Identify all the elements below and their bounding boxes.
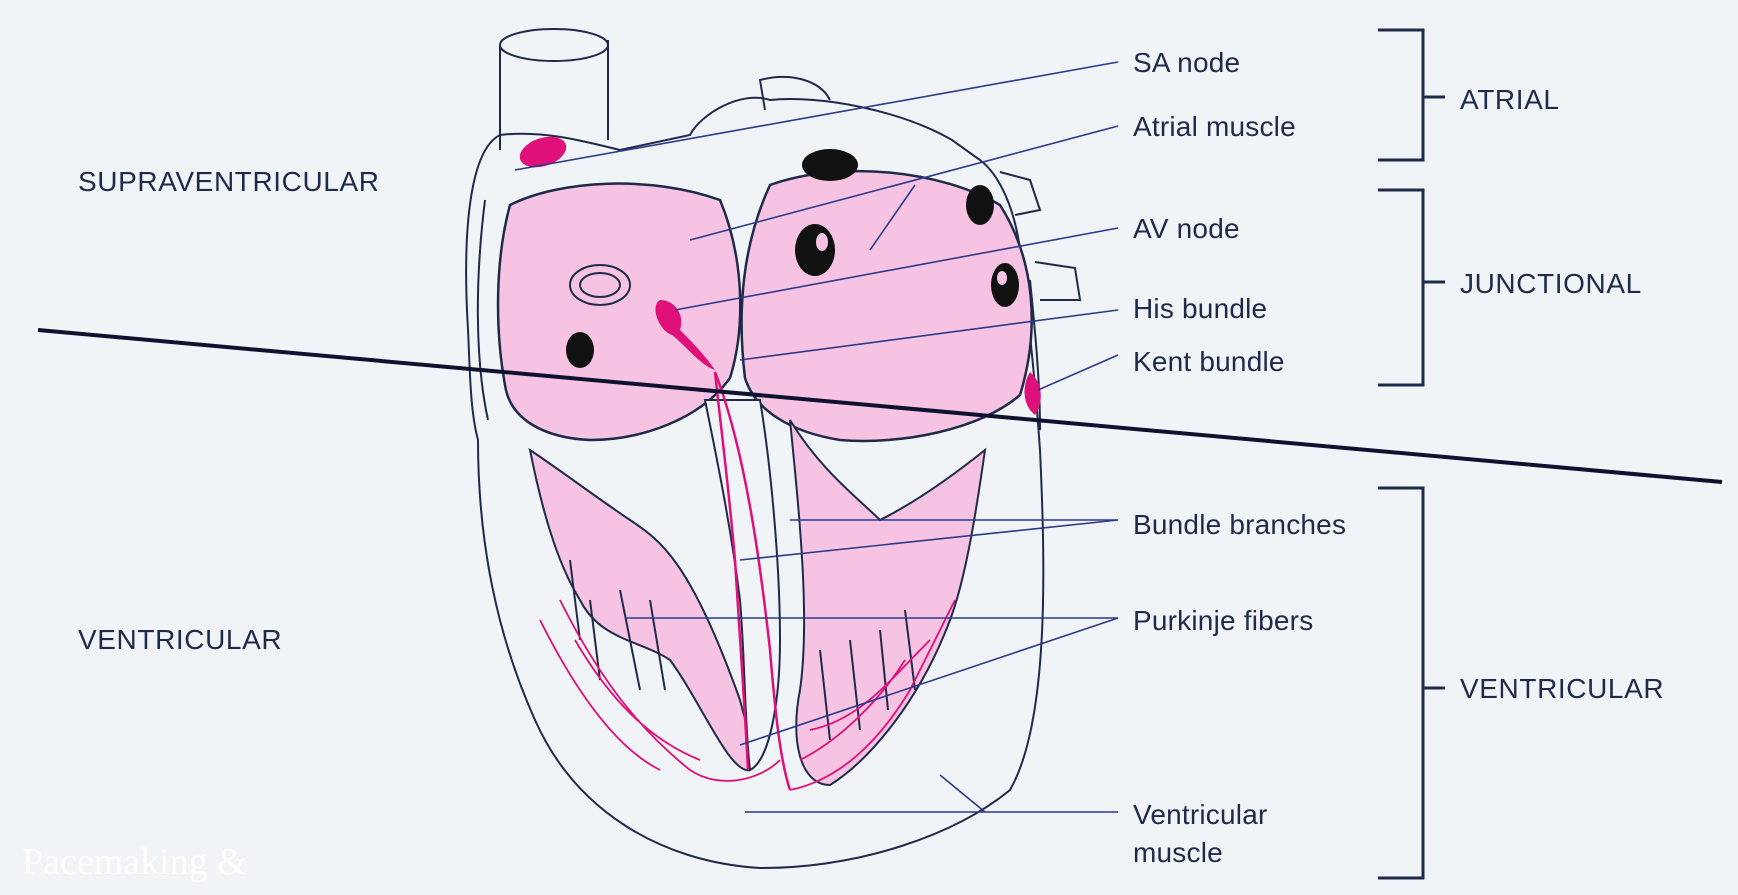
right-ventricle xyxy=(530,450,754,770)
pulm-vein-3 xyxy=(966,185,994,225)
pulm-vein-2 xyxy=(795,224,835,276)
label-ventricular-muscle-line2: muscle xyxy=(1133,837,1223,868)
label-his-bundle: His bundle xyxy=(1133,293,1267,325)
label-ventricular-left: VENTRICULAR xyxy=(78,624,282,656)
leader-kent-bundle xyxy=(1038,355,1118,390)
label-sa-node: SA node xyxy=(1133,47,1240,79)
label-ventricular-muscle-line1: Ventricular xyxy=(1133,799,1268,830)
pulm-vein-1 xyxy=(802,149,858,181)
pulmonary-vessel xyxy=(760,77,830,110)
label-kent-bundle: Kent bundle xyxy=(1133,346,1285,378)
label-group-ventricular: VENTRICULAR xyxy=(1460,673,1664,705)
aorta-opening xyxy=(500,29,608,61)
label-supraventricular: SUPRAVENTRICULAR xyxy=(78,166,380,198)
coronary-sinus xyxy=(566,332,594,368)
pulm-vein-4 xyxy=(991,263,1019,307)
vein-stub-lower xyxy=(1035,262,1080,300)
left-ventricle xyxy=(790,420,985,785)
vein-stub-upper xyxy=(1000,172,1040,215)
pulm-vein-2-hole xyxy=(816,233,828,251)
right-atrium xyxy=(498,184,740,440)
label-atrial-muscle: Atrial muscle xyxy=(1133,111,1296,143)
bracket-ventricular xyxy=(1378,488,1445,878)
bracket-atrial xyxy=(1378,30,1445,160)
label-av-node: AV node xyxy=(1133,213,1240,245)
label-bundle-branches: Bundle branches xyxy=(1133,509,1346,541)
watermark: Pacemaking & xyxy=(22,840,247,884)
label-group-junctional: JUNCTIONAL xyxy=(1460,268,1642,300)
leader-ventricular-muscle-2 xyxy=(940,775,985,812)
label-purkinje-fibers: Purkinje fibers xyxy=(1133,605,1313,637)
label-ventricular-muscle: Ventricular muscle xyxy=(1133,796,1268,872)
pulm-vein-4-hole xyxy=(997,271,1007,285)
bracket-junctional xyxy=(1378,190,1445,385)
label-group-atrial: ATRIAL xyxy=(1460,84,1560,116)
